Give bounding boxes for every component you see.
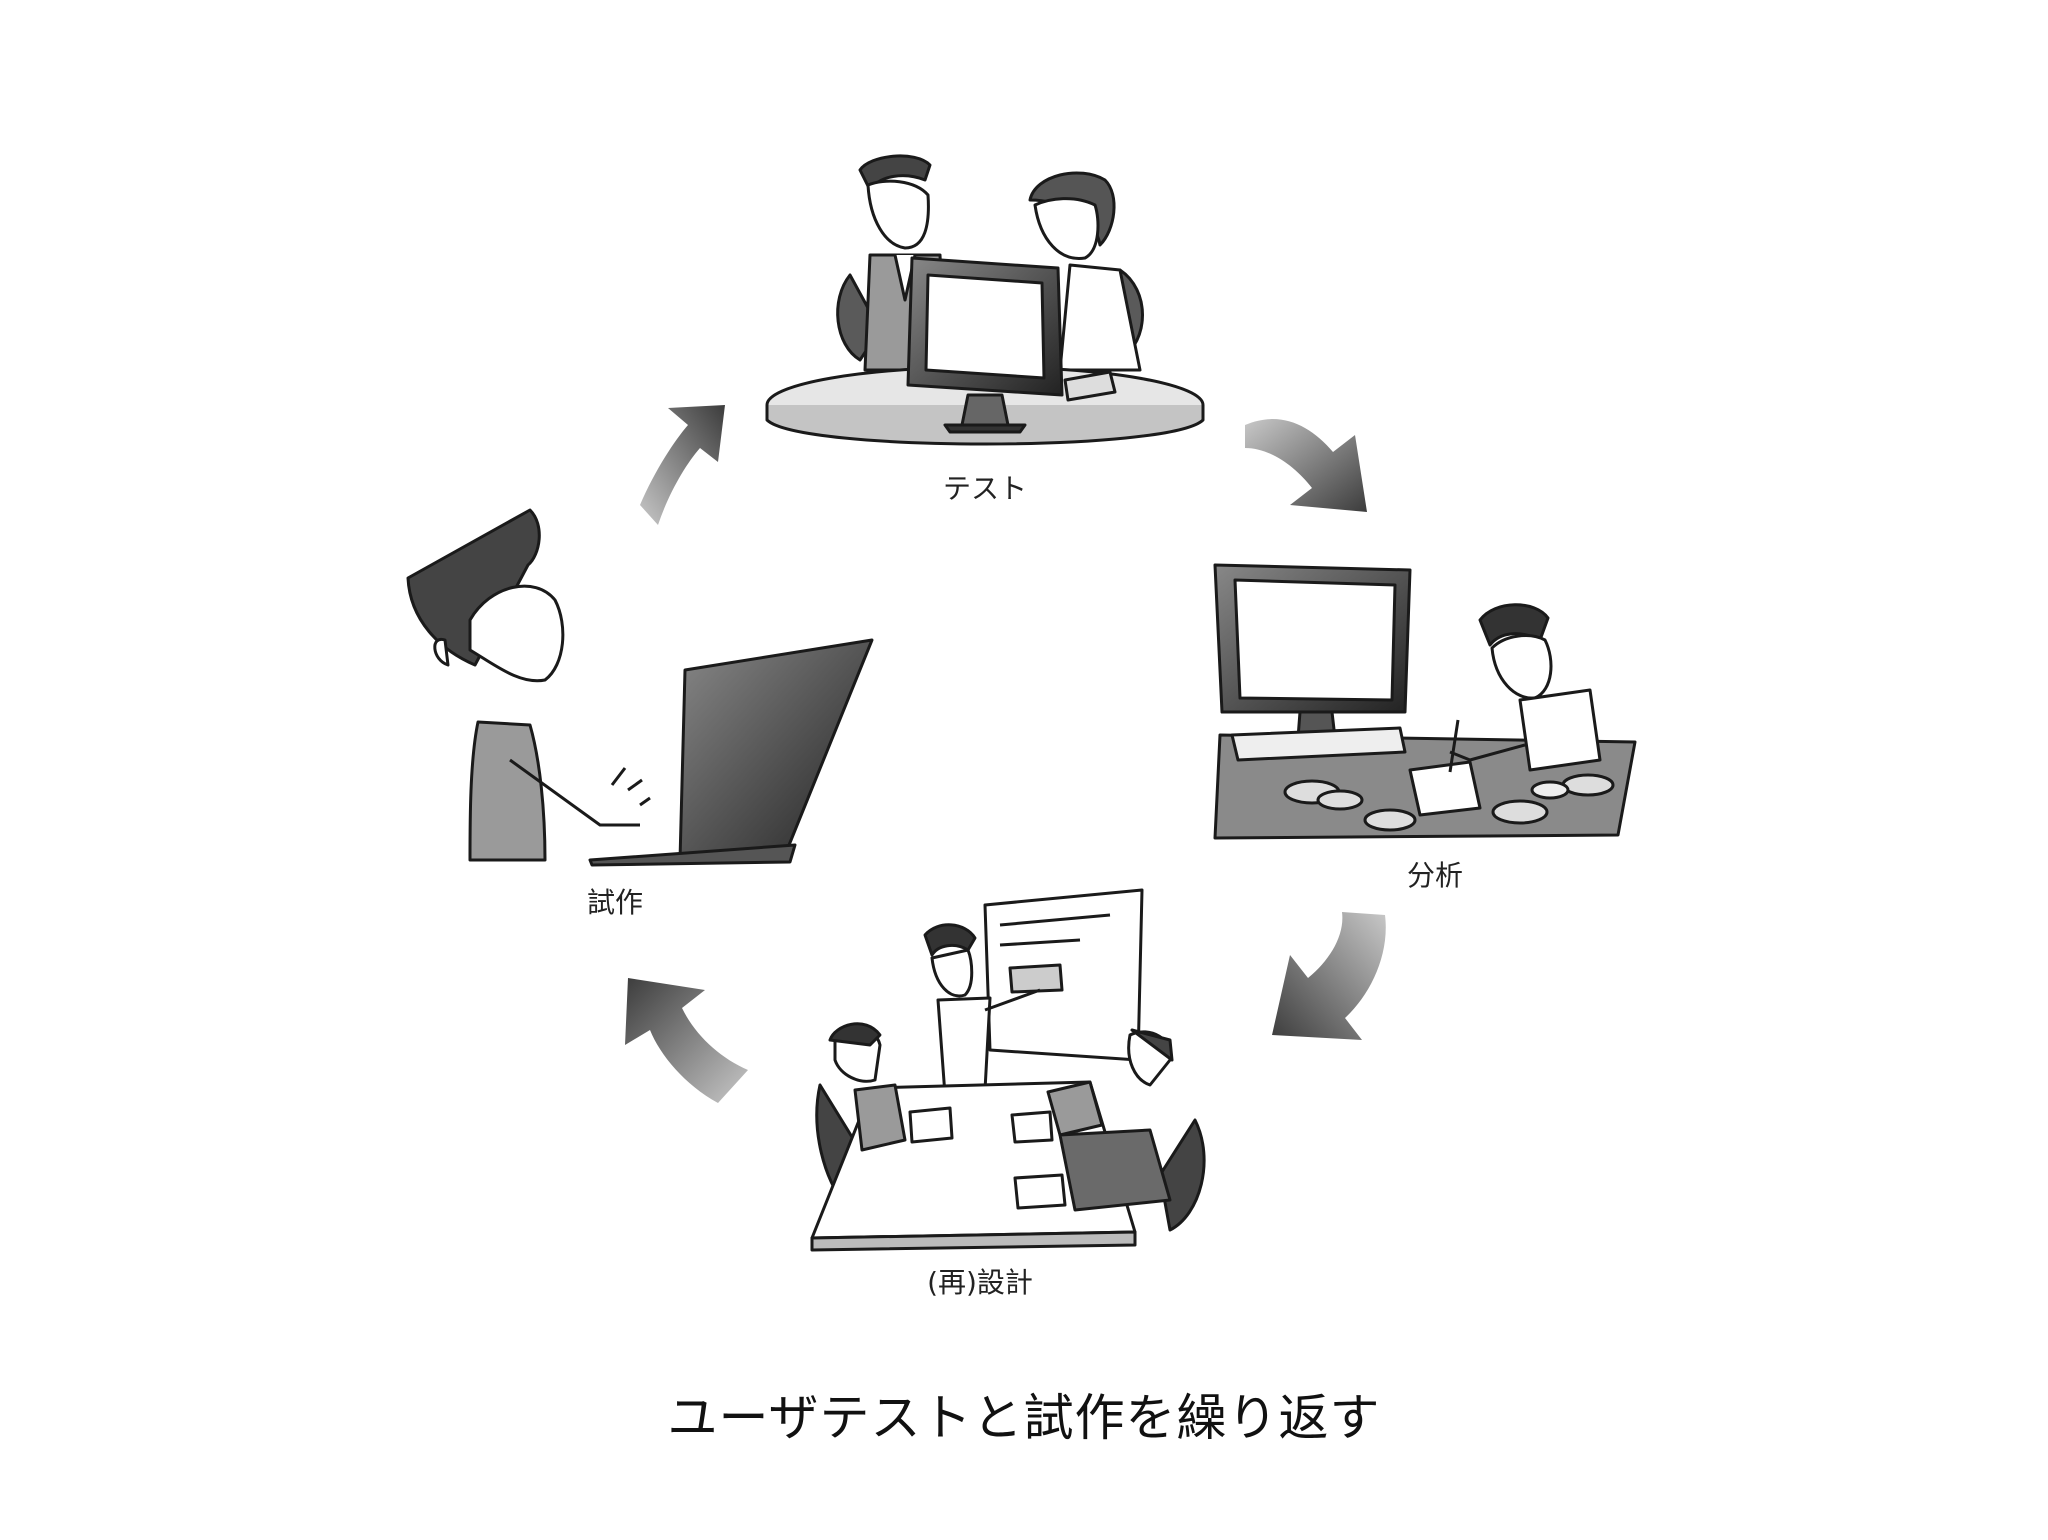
- stage-label-design: (再)設計: [927, 1266, 1033, 1299]
- arrow-prototype-to-test: [640, 405, 725, 525]
- stage-label-test: テスト: [943, 472, 1027, 505]
- arrow-design-to-prototype: [625, 978, 748, 1103]
- arrow-test-to-analysis: [1245, 419, 1367, 512]
- scene-prototype-illustration: [406, 508, 874, 867]
- stage-label-analysis: 分析: [1407, 859, 1463, 892]
- scene-analysis-illustration: [1213, 563, 1637, 840]
- arrow-analysis-to-design: [1272, 912, 1386, 1040]
- scene-test-illustration: [765, 154, 1205, 446]
- diagram-caption: ユーザテストと試作を繰り返す: [667, 1389, 1381, 1447]
- scene-design-illustration: [810, 888, 1206, 1252]
- stage-label-prototype: 試作: [587, 886, 643, 919]
